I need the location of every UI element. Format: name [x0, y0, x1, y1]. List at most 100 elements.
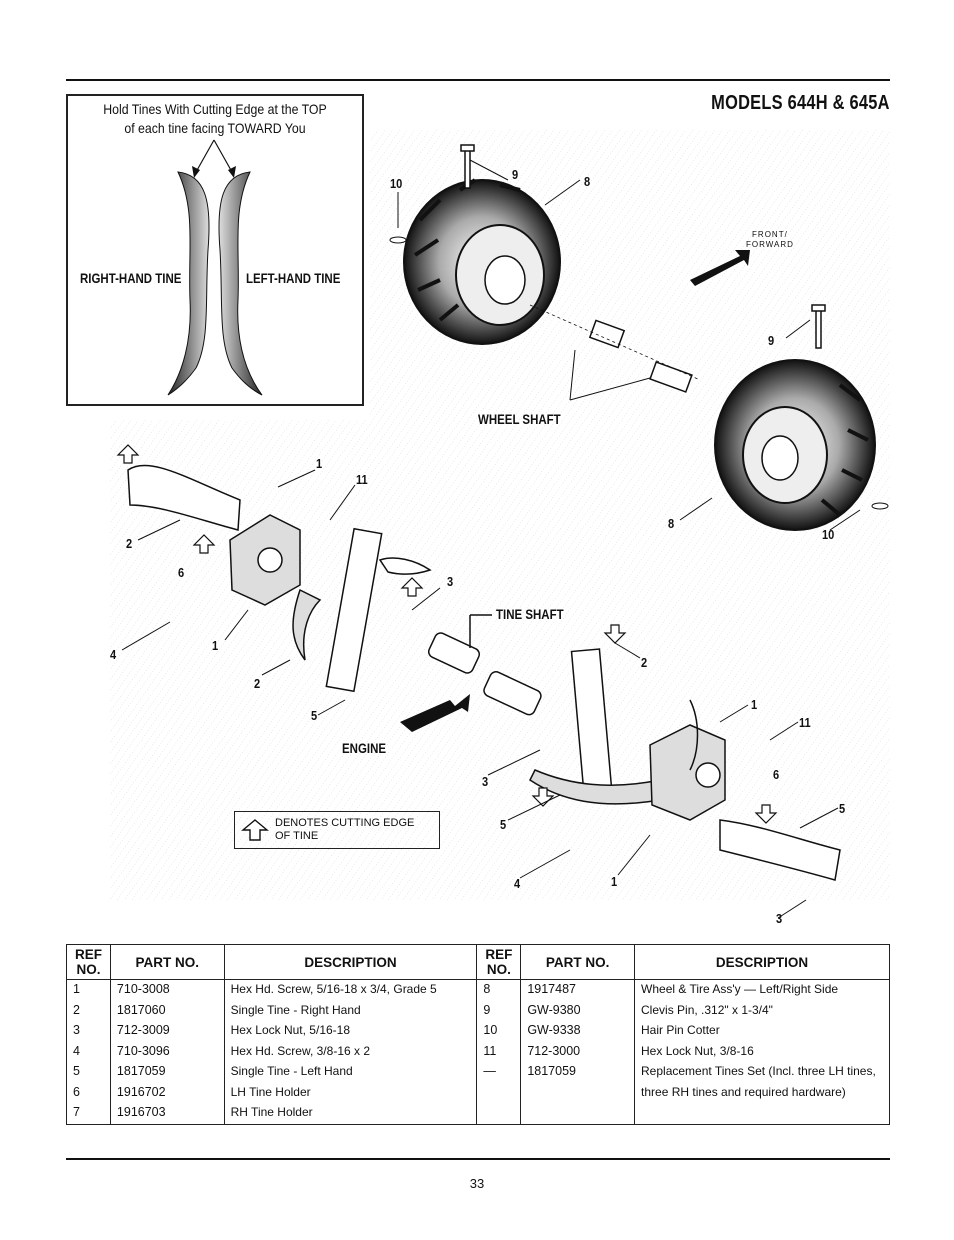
callout-number: 9	[512, 167, 519, 182]
cell: 9	[476, 1000, 522, 1021]
hair-pin-cotter-10	[389, 236, 407, 244]
table-header-row: REF NO. PART NO. DESCRIPTION REF NO. PAR…	[66, 944, 890, 980]
inset-instruction-line2: of each tine facing TOWARD You	[124, 120, 306, 136]
cell: 710-3096	[109, 1041, 225, 1062]
cell: 6	[66, 1082, 111, 1103]
cell: Hex Lock Nut, 3/8-16	[634, 1041, 890, 1062]
hair-pin-cotter-10-lower	[871, 502, 889, 510]
cell: GW-9380	[520, 1000, 636, 1021]
cell: 10	[476, 1021, 522, 1042]
page-number: 33	[469, 1176, 485, 1191]
inset-tines	[167, 139, 263, 396]
callout-number: 3	[776, 911, 783, 926]
bottom-rule	[66, 1158, 890, 1160]
tine-shaft-label: TINE SHAFT	[496, 606, 564, 622]
cell: RH Tine Holder	[223, 1103, 478, 1125]
header-part-no: PART NO.	[520, 944, 636, 980]
wheel-shaft	[529, 304, 701, 393]
cell: GW-9338	[520, 1021, 636, 1042]
cell: Wheel & Tire Ass'y — Left/Right Side	[634, 979, 890, 1001]
page-title: MODELS 644H & 645A	[711, 92, 890, 114]
inset-instruction: Hold Tines With Cutting Edge at the TOP …	[86, 100, 345, 138]
cell: 4	[66, 1041, 111, 1062]
cell: 7	[66, 1103, 111, 1125]
callout-number: 8	[668, 516, 675, 531]
wheel-bottom	[714, 359, 876, 531]
parts-diagram	[110, 130, 890, 919]
left-hand-tine-label: LEFT-HAND TINE	[246, 270, 341, 286]
cell: Replacement Tines Set (Incl. three LH ti…	[634, 1062, 890, 1083]
cell: 1817059	[109, 1062, 225, 1083]
callout-number: 5	[500, 817, 507, 832]
cell: 710-3008	[109, 979, 225, 1001]
right-tine-assembly	[529, 648, 841, 881]
engine-label: ENGINE	[342, 740, 387, 756]
cell: 1	[66, 979, 111, 1001]
clevis-pin-9-lower	[811, 304, 826, 349]
cell: 11	[476, 1041, 522, 1062]
callout-number: 5	[311, 708, 318, 723]
tine-shaft	[427, 614, 542, 716]
header-ref-no: REF NO.	[476, 944, 522, 980]
callout-number: 3	[447, 574, 454, 589]
callout-number: 6	[178, 565, 185, 580]
forward-arrow	[690, 250, 750, 286]
callout-number: 9	[768, 333, 775, 348]
cell: Hair Pin Cotter	[634, 1021, 890, 1042]
table-row: 4 710-3096 Hex Hd. Screw, 3/8-16 x 2 11 …	[66, 1041, 890, 1062]
callout-number: 1	[611, 874, 618, 889]
cell	[476, 1103, 522, 1125]
callout-number: 4	[110, 647, 117, 662]
callout-number: 8	[584, 174, 591, 189]
cell: 1916703	[109, 1103, 225, 1125]
parts-table: REF NO. PART NO. DESCRIPTION REF NO. PAR…	[66, 944, 890, 1125]
callout-number: 3	[482, 774, 489, 789]
inset-instruction-line1: Hold Tines With Cutting Edge at the TOP	[103, 101, 327, 117]
callout-number: 2	[126, 536, 133, 551]
callout-number: 10	[822, 527, 835, 542]
cell	[520, 1103, 636, 1125]
callout-number: 2	[254, 676, 261, 691]
wheel-top	[403, 178, 561, 345]
cell: 1917487	[520, 979, 636, 1001]
top-rule	[66, 79, 890, 81]
engine-arrow	[400, 694, 470, 732]
cell: 1817059	[520, 1062, 636, 1083]
arrow-line	[195, 139, 215, 173]
tine-orientation-inset: Hold Tines With Cutting Edge at the TOP …	[66, 94, 364, 406]
cell: —	[476, 1062, 522, 1083]
wheel-shaft-label: WHEEL SHAFT	[478, 411, 561, 427]
cell	[634, 1103, 890, 1125]
cell: 5	[66, 1062, 111, 1083]
cell	[476, 1082, 522, 1103]
cell: Clevis Pin, .312" x 1-3/4"	[634, 1000, 890, 1021]
front-line1: FRONT/	[752, 230, 788, 239]
legend-line2: OF TINE	[275, 830, 319, 842]
header-description: DESCRIPTION	[223, 944, 478, 980]
left-hand-tine	[218, 171, 263, 396]
legend-text: DENOTES CUTTING EDGE OF TINE	[275, 817, 414, 843]
callout-number: 11	[799, 715, 811, 730]
cell: 1817060	[109, 1000, 225, 1021]
arrow-head	[228, 166, 236, 178]
callout-number: 1	[316, 456, 323, 471]
table-row: 2 1817060 Single Tine - Right Hand 9 GW-…	[66, 1000, 890, 1021]
callout-number: 10	[390, 176, 403, 191]
table-row: 1 710-3008 Hex Hd. Screw, 5/16-18 x 3/4,…	[66, 979, 890, 1001]
cell: 1916702	[109, 1082, 225, 1103]
header-ref-no: REF NO.	[66, 944, 111, 980]
cell: three RH tines and required hardware)	[634, 1082, 890, 1103]
cell: Hex Hd. Screw, 3/8-16 x 2	[223, 1041, 478, 1062]
callout-number: 2	[641, 655, 648, 670]
cell: 8	[476, 979, 522, 1001]
front-forward-label: FRONT/ FORWARD	[746, 230, 794, 250]
clevis-pin-9	[460, 144, 475, 189]
cell: Single Tine - Left Hand	[223, 1062, 478, 1083]
cutting-edge-arrow-icon	[241, 819, 269, 841]
header-description: DESCRIPTION	[634, 944, 890, 980]
left-tine-assembly	[127, 464, 432, 693]
table-row: 7 1916703 RH Tine Holder	[66, 1103, 890, 1125]
callout-number: 5	[839, 801, 846, 816]
cell: Single Tine - Right Hand	[223, 1000, 478, 1021]
cutting-edge-legend: DENOTES CUTTING EDGE OF TINE	[234, 811, 440, 849]
